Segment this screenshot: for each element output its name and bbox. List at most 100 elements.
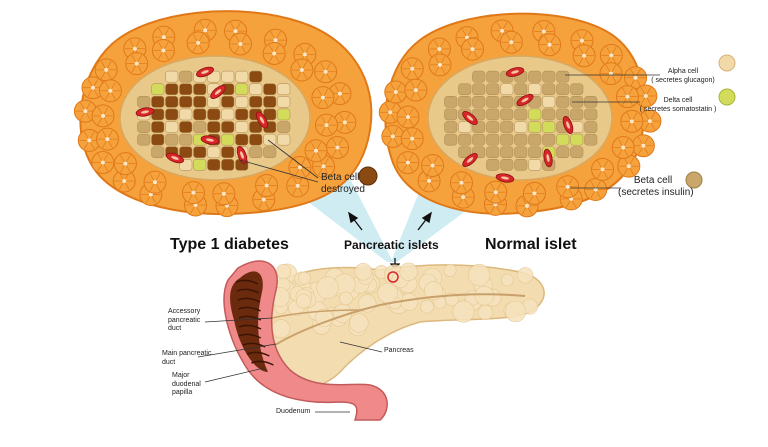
acinar-lumen <box>410 136 415 141</box>
acinar-lumen <box>609 53 614 58</box>
islet-cell <box>500 96 514 108</box>
acinar-lumen <box>388 110 393 115</box>
pancreas-lobule <box>349 313 369 333</box>
acinar-lumen <box>437 62 442 67</box>
acinar-lumen <box>641 143 646 148</box>
acinar-lumen <box>83 109 88 114</box>
islet-cell <box>486 159 500 171</box>
capillary-lumen <box>201 70 209 74</box>
capillary-lumen <box>259 116 265 124</box>
capillary-lumen <box>466 157 474 163</box>
pancreas-lobule <box>467 263 491 287</box>
islet-cell <box>528 70 542 83</box>
islet-cell <box>486 83 500 96</box>
main-duct-line2: duct <box>162 358 176 366</box>
islet-cell <box>235 83 249 96</box>
pancreas-lobule <box>276 263 292 279</box>
acinar-lumen <box>238 41 243 46</box>
islet-cell <box>514 133 528 146</box>
islet-cell <box>179 96 193 108</box>
islet-cell <box>193 96 207 108</box>
islet-cell <box>486 96 500 108</box>
islet-cell <box>444 121 458 133</box>
islet-cell <box>207 146 221 159</box>
islet-cell <box>221 70 235 83</box>
islet-cell <box>179 70 193 83</box>
islet-cell <box>235 70 249 83</box>
pancreas-lobule <box>339 291 353 306</box>
destroyed-beta-cell-icon <box>358 166 378 186</box>
capillary-lumen <box>566 121 570 129</box>
alpha-cell-function: ( secretes glucagon) <box>651 76 715 84</box>
delta-cell-label: Delta cell ( secretes somatostatin ) <box>632 97 724 114</box>
acinar-lumen <box>335 145 340 150</box>
islet-cell <box>277 121 291 133</box>
beta-destroyed-status: destroyed <box>321 184 365 195</box>
beta-cell-label: Beta cell (secretes insulin) <box>618 175 694 199</box>
acinar-lumen <box>405 160 410 165</box>
acinar-lumen <box>500 28 505 33</box>
pancreas-lobule <box>504 300 527 323</box>
acinar-lumen <box>342 120 347 125</box>
islet-cell <box>221 96 235 108</box>
acinar-lumen <box>272 51 277 56</box>
duodenal-folds <box>235 279 274 366</box>
acinar-lumen <box>302 52 307 57</box>
islet-cell <box>165 83 179 96</box>
acinar-lumen <box>470 47 475 52</box>
acinar-lumen <box>600 167 605 172</box>
acinar-lumen <box>461 195 466 200</box>
islet-cell <box>458 121 472 133</box>
duodenal-fold <box>238 324 262 330</box>
acinar-lumen <box>87 138 92 143</box>
islet-cell <box>584 108 598 121</box>
pancreas-lobule <box>354 262 372 281</box>
islet-cell <box>221 133 235 146</box>
beta-destroyed-label: Beta cell destroyed <box>321 172 365 196</box>
acinar-lumen <box>565 184 570 189</box>
acinar-lumen <box>324 123 329 128</box>
pancreas-lobule <box>400 293 419 311</box>
islet-cell <box>542 121 556 133</box>
acinar-lumen <box>626 164 631 169</box>
acinar-lumen <box>100 160 105 165</box>
islet-cell <box>277 96 291 108</box>
beta-destroyed-name: Beta cell <box>321 172 360 183</box>
islet-cell <box>165 70 179 83</box>
delta-cell-icon <box>718 88 736 106</box>
acinar-lumen <box>191 190 196 195</box>
acinar-lumen <box>579 38 584 43</box>
papilla-line1: Major <box>172 372 190 379</box>
acinar-lumen <box>203 28 208 33</box>
main-pancreatic-duct <box>274 293 526 346</box>
duodenum-label: Duodenum <box>276 408 311 415</box>
islet-cell <box>151 83 165 96</box>
duodenal-fold <box>238 333 262 339</box>
islet-cell <box>221 159 235 171</box>
beta-cell-name: Beta cell <box>633 175 673 186</box>
normal-title: Normal islet <box>485 236 577 253</box>
islet-cell <box>528 146 542 159</box>
acinar-lumen <box>221 191 226 196</box>
islet-cell <box>472 83 486 96</box>
acinar-lumen <box>295 183 300 188</box>
acinar-lumen <box>430 163 435 168</box>
islet-cell <box>528 121 542 133</box>
islet-cell <box>249 96 263 108</box>
islet-cell <box>179 146 193 159</box>
pancreas-lobule <box>271 319 291 339</box>
duodenal-fold <box>237 297 261 303</box>
islet-cell <box>458 83 472 96</box>
pancreas-lobule <box>474 285 495 306</box>
acinar-lumen <box>629 119 634 124</box>
capillary-lumen <box>141 110 149 114</box>
duodenal-fold <box>238 306 261 312</box>
islet-cell <box>556 70 570 83</box>
acinar-lumen <box>264 183 269 188</box>
pancreas-lobule <box>443 264 457 277</box>
islet-cell <box>542 83 556 96</box>
islet-cell <box>137 121 151 133</box>
acinar-lumen <box>413 88 418 93</box>
islet-cell <box>542 70 556 83</box>
islet-cell <box>556 146 570 159</box>
